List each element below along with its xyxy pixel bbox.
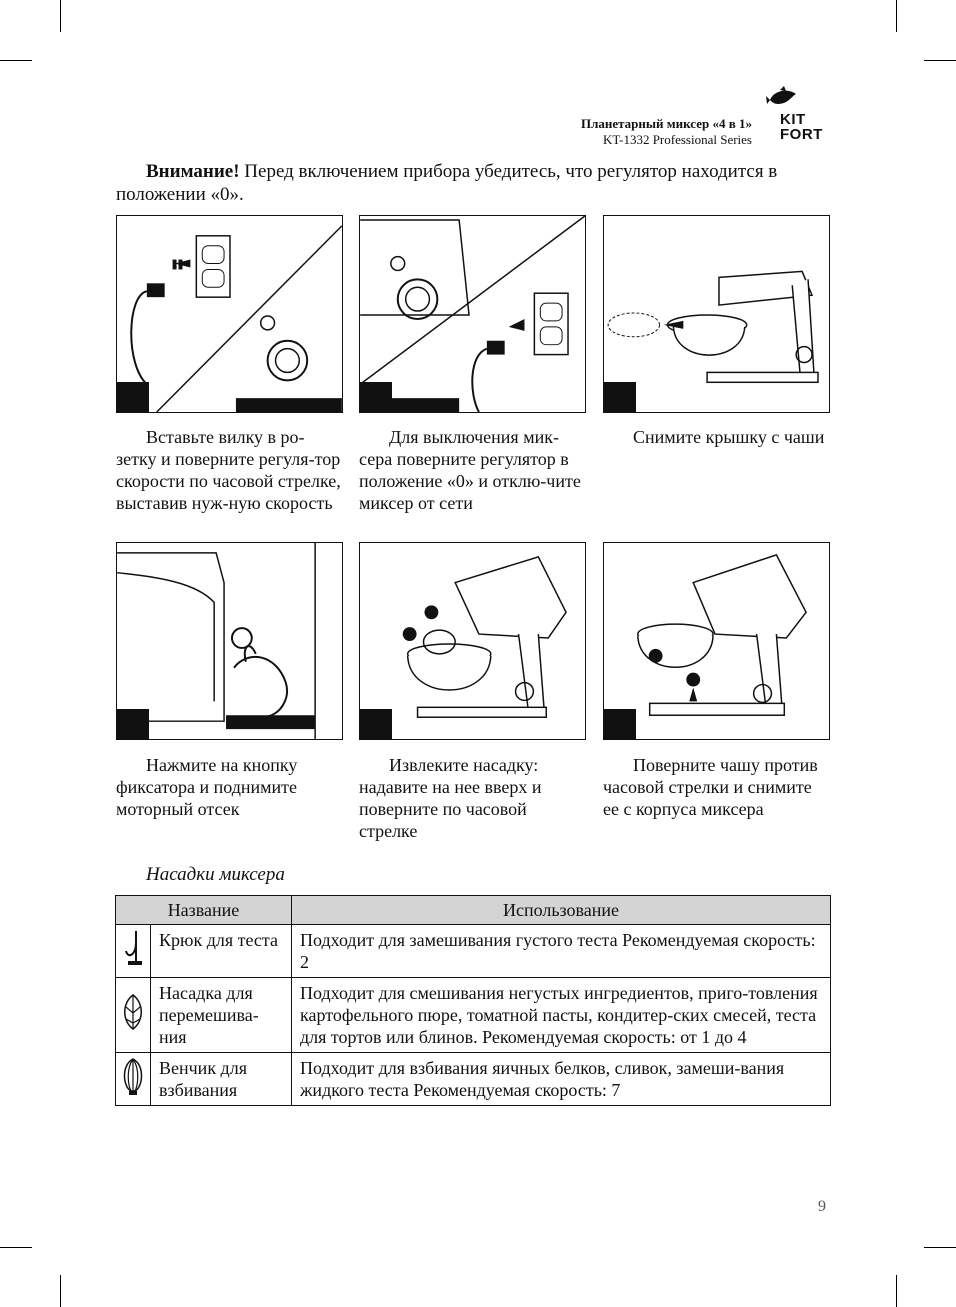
logo-wordmark: KIT FORT (780, 112, 823, 142)
column-header-name: Название (116, 896, 292, 925)
dough-hook-icon (122, 929, 144, 969)
attachment-usage: Подходит для смешивания негустых ингреди… (292, 978, 831, 1053)
lift-motor-head-illustration (117, 543, 342, 739)
attachment-usage: Подходит для взбивания яичных белков, сл… (292, 1053, 831, 1106)
product-model: KT-1332 Professional Series (581, 132, 752, 148)
crop-mark (0, 1247, 32, 1248)
attachment-name: Венчик для взбивания (151, 1053, 292, 1106)
table-row: Насадка для перемешива-ния Подходит для … (116, 978, 831, 1053)
crop-mark (896, 1275, 897, 1307)
table-header-row: Название Использование (116, 896, 831, 925)
remove-attachment-illustration (360, 543, 585, 739)
step-badge (360, 382, 392, 412)
crop-mark (60, 1275, 61, 1307)
warning-label: Внимание! (146, 161, 240, 182)
step-badge (604, 382, 636, 412)
unplug-illustration (360, 216, 585, 412)
step-figure-2 (359, 215, 586, 413)
kitfort-logo: KIT FORT (766, 86, 836, 152)
product-title: Планетарный миксер «4 в 1» (581, 116, 752, 132)
step-figure-6 (603, 542, 830, 740)
step-badge (360, 709, 392, 739)
warning-paragraph: Внимание! Перед включением прибора убеди… (116, 160, 832, 206)
crop-mark (924, 1247, 956, 1248)
table-row: Венчик для взбивания Подходит для взбива… (116, 1053, 831, 1106)
step-caption-6: Поверните чашу против часовой стрелки и … (603, 754, 831, 820)
step-caption-1: Вставьте вилку в ро-зетку и поверните ре… (116, 426, 344, 514)
step-figure-3 (603, 215, 830, 413)
step-figure-1 (116, 215, 343, 413)
column-header-usage: Использование (292, 896, 831, 925)
step-badge (604, 709, 636, 739)
attachment-name: Крюк для теста (151, 925, 292, 978)
crop-mark (896, 0, 897, 32)
plug-in-illustration (117, 216, 342, 412)
step-figure-4 (116, 542, 343, 740)
whisk-icon (120, 1055, 146, 1099)
attachment-usage: Подходит для замешивания густого теста Р… (292, 925, 831, 978)
crop-mark (60, 0, 61, 32)
fish-logo-icon (766, 86, 800, 112)
remove-lid-illustration (604, 216, 829, 412)
step-caption-4: Нажмите на кнопку фиксатора и поднимите … (116, 754, 344, 820)
crop-mark (924, 60, 956, 61)
step-caption-3: Снимите крышку с чаши (603, 426, 831, 448)
attachments-title: Насадки миксера (146, 864, 285, 886)
step-badge (117, 382, 149, 412)
page-number: 9 (818, 1198, 826, 1216)
step-badge (117, 709, 149, 739)
mixing-beater-icon (120, 991, 146, 1035)
page-header: Планетарный миксер «4 в 1» KT-1332 Profe… (581, 116, 752, 148)
step-figure-5 (359, 542, 586, 740)
attachment-name: Насадка для перемешива-ния (151, 978, 292, 1053)
step-caption-5: Извлеките насадку: надавите на нее вверх… (359, 754, 587, 842)
step-caption-2: Для выключения мик-сера поверните регуля… (359, 426, 587, 514)
remove-bowl-illustration (604, 543, 829, 739)
table-row: Крюк для теста Подходит для замешивания … (116, 925, 831, 978)
attachments-table: Название Использование Крюк для теста По… (115, 895, 831, 1106)
crop-mark (0, 60, 32, 61)
